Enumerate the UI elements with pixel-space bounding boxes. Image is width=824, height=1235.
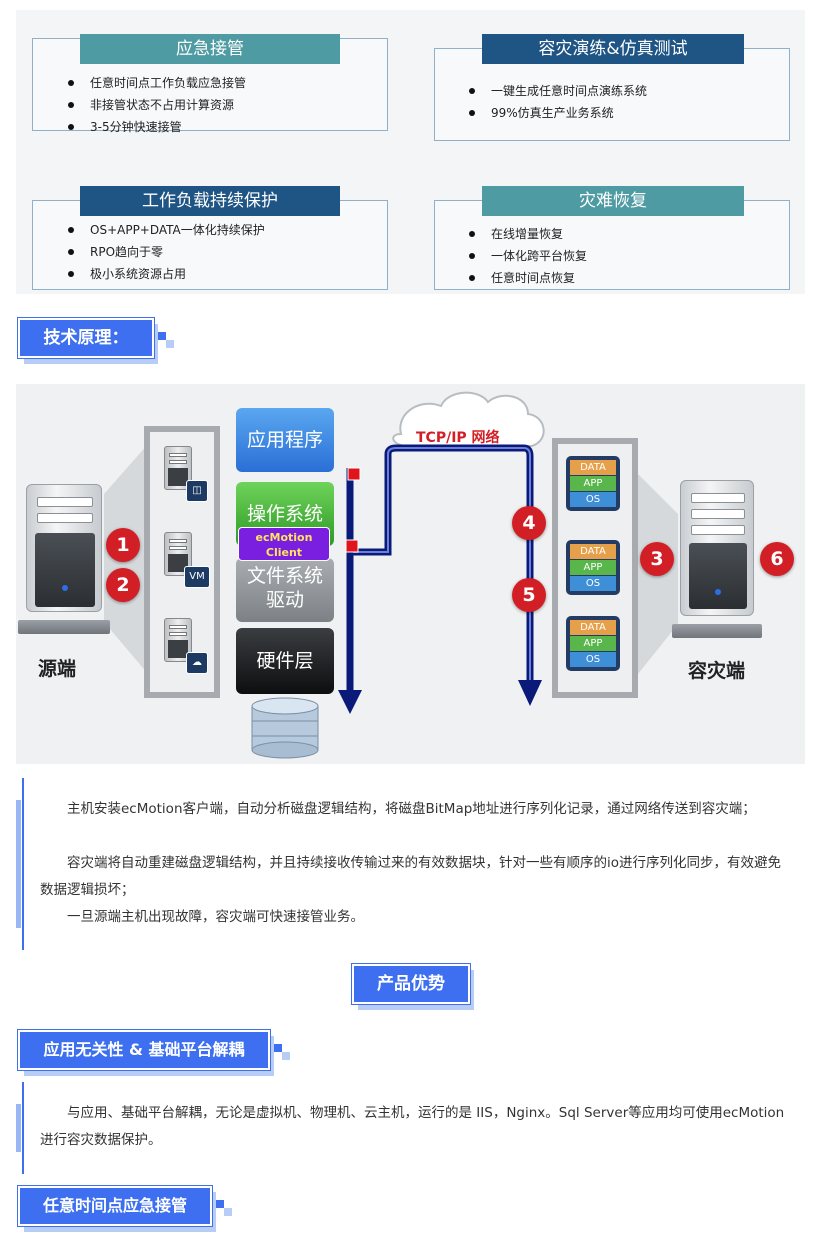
step-marker-4: 4: [512, 506, 546, 540]
capture-marker-top: [347, 467, 361, 481]
list-item: 在线增量恢复: [465, 223, 587, 245]
heading-text: 应用无关性 & 基础平台解耦: [43, 1040, 245, 1059]
feature-list-emergency: 任意时间点工作负载应急接管 非接管状态不占用计算资源 3-5分钟快速接管: [64, 72, 246, 138]
list-item: 任意时间点恢复: [465, 267, 587, 289]
vm-icon: VM: [184, 566, 210, 588]
list-item: 极小系统资源占用: [64, 263, 265, 285]
layer-application: 应用程序: [236, 408, 334, 472]
list-item: 99%仿真生产业务系统: [465, 102, 647, 124]
step-marker-1: 1: [106, 528, 140, 562]
step-marker-3: 3: [640, 542, 674, 576]
list-item: 任意时间点工作负载应急接管: [64, 72, 246, 94]
architecture-diagram: 源端 ◫ VM ☁ 1 2 应用程序 操作系统 文件系统 驱动 ecMotion…: [16, 384, 805, 764]
cloud-icon: ☁: [186, 652, 208, 674]
feature-list-recovery: 在线增量恢复 一体化跨平台恢复 任意时间点恢复: [465, 223, 587, 289]
feature-title-protection: 工作负载持续保护: [80, 186, 340, 216]
feature-list-drill: 一键生成任意时间点演练系统 99%仿真生产业务系统: [465, 80, 647, 124]
section-heading-anytime: 任意时间点应急接管: [18, 1186, 232, 1232]
step-marker-5: 5: [512, 578, 546, 612]
heading-text: 任意时间点应急接管: [42, 1196, 187, 1215]
source-server-icon: [26, 484, 102, 612]
virtual-server-icon: [164, 532, 192, 576]
replica-group-1: DATA APP OS: [566, 456, 620, 511]
feature-panel: 应急接管 任意时间点工作负载应急接管 非接管状态不占用计算资源 3-5分钟快速接…: [16, 10, 805, 294]
paragraph-tech-2: 容灾端将自动重建磁盘逻辑结构，并且持续接收传输过来的有效数据块，针对一些有顺序的…: [40, 855, 782, 898]
paragraph-tech-3: 一旦源端主机出现故障，容灾端可快速接管业务。: [67, 909, 364, 925]
list-item: 一键生成任意时间点演练系统: [465, 80, 647, 102]
section-heading-tech: 技术原理：: [18, 318, 174, 364]
source-label: 源端: [38, 658, 77, 680]
feature-list-protection: OS+APP+DATA一体化持续保护 RPO趋向于零 极小系统资源占用: [64, 219, 265, 285]
heading-text: 产品优势: [377, 974, 445, 994]
capture-marker-mid: [345, 539, 359, 553]
storage-cylinder-icon: [251, 697, 319, 759]
ecmotion-client-badge: ecMotion Client: [238, 527, 330, 561]
target-server-icon: [680, 480, 754, 616]
step-marker-6: 6: [760, 542, 794, 576]
step-marker-2: 2: [106, 568, 140, 602]
replica-group-2: DATA APP OS: [566, 540, 620, 595]
replica-group-3: DATA APP OS: [566, 616, 620, 671]
list-item: OS+APP+DATA一体化持续保护: [64, 219, 265, 241]
section-heading-decouple: 应用无关性 & 基础平台解耦: [18, 1030, 290, 1076]
paragraph-tech-1: 主机安装ecMotion客户端，自动分析磁盘逻辑结构，将磁盘BitMap地址进行…: [67, 801, 756, 817]
feature-title-drill: 容灾演练&仿真测试: [482, 34, 744, 64]
section-heading-advantage: 产品优势: [352, 964, 474, 1010]
list-item: 非接管状态不占用计算资源: [64, 94, 246, 116]
paragraph-decouple: 与应用、基础平台解耦，无论是虚拟机、物理机、云主机，运行的是 IIS，Nginx…: [40, 1105, 785, 1148]
data-flow-arrows: [338, 444, 542, 714]
feature-title-recovery: 灾难恢复: [482, 186, 744, 216]
list-item: 一体化跨平台恢复: [465, 245, 587, 267]
layer-hardware: 硬件层: [236, 628, 334, 694]
network-label: TCP/IP 网络: [416, 430, 500, 446]
layer-filesystem-driver: 文件系统 驱动: [236, 558, 334, 622]
heading-text: 技术原理：: [43, 328, 129, 348]
list-item: 3-5分钟快速接管: [64, 116, 246, 138]
feature-title-emergency: 应急接管: [80, 34, 340, 64]
disk-icon: ◫: [186, 480, 208, 502]
list-item: RPO趋向于零: [64, 241, 265, 263]
target-label: 容灾端: [688, 660, 746, 682]
